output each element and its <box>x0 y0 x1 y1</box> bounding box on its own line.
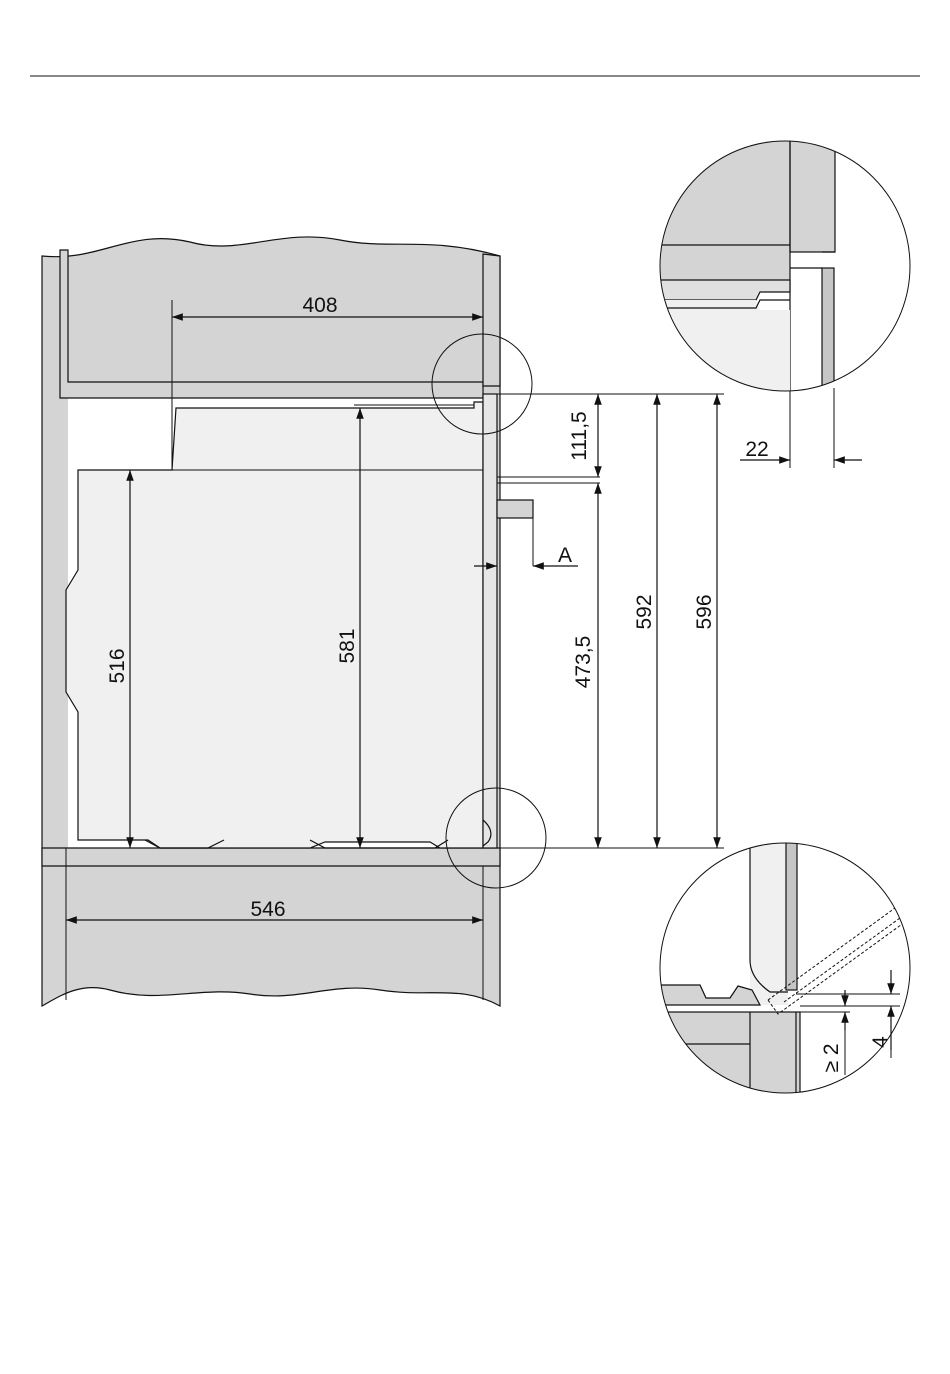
door-handle <box>497 500 533 518</box>
dim-22-label: 22 <box>745 438 768 461</box>
detail-top <box>655 130 910 470</box>
appliance-front-panel <box>483 394 497 848</box>
label-a: A <box>558 544 572 567</box>
cabinet-front-strip <box>483 254 500 386</box>
dim-516-label: 516 <box>106 648 129 683</box>
dim-473-5-label: 473,5 <box>572 636 595 689</box>
detail-bottom <box>655 840 910 1102</box>
dim-546-label: 546 <box>250 898 285 921</box>
dim-596-label: 596 <box>693 594 716 629</box>
dim-581-label: 581 <box>336 628 359 663</box>
dim-ge2-label: ≥ 2 <box>820 1043 843 1072</box>
dim-408-label: 408 <box>302 294 337 317</box>
dim-4-label: 4 <box>869 1036 892 1048</box>
cabinet-bottom-shelf <box>42 848 500 866</box>
dim-111-5-label: 111,5 <box>568 411 591 460</box>
dim-592-label: 592 <box>633 594 656 629</box>
